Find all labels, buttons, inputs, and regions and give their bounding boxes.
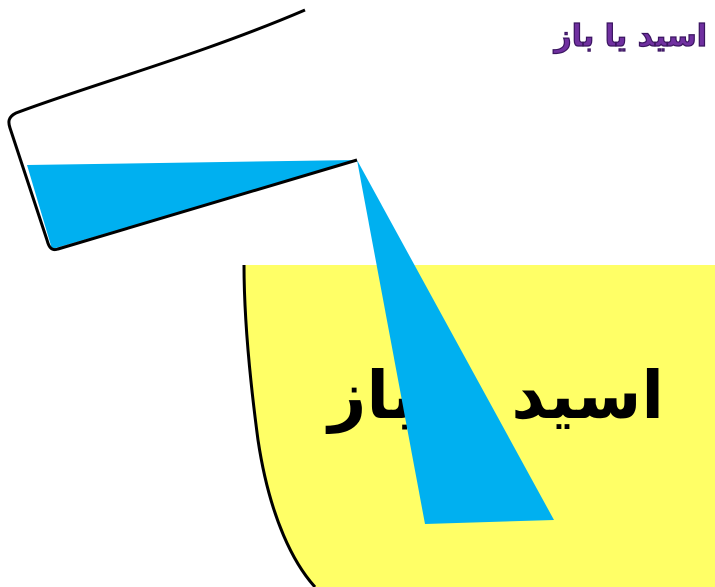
page-title: اسید یا باز [552,19,707,54]
